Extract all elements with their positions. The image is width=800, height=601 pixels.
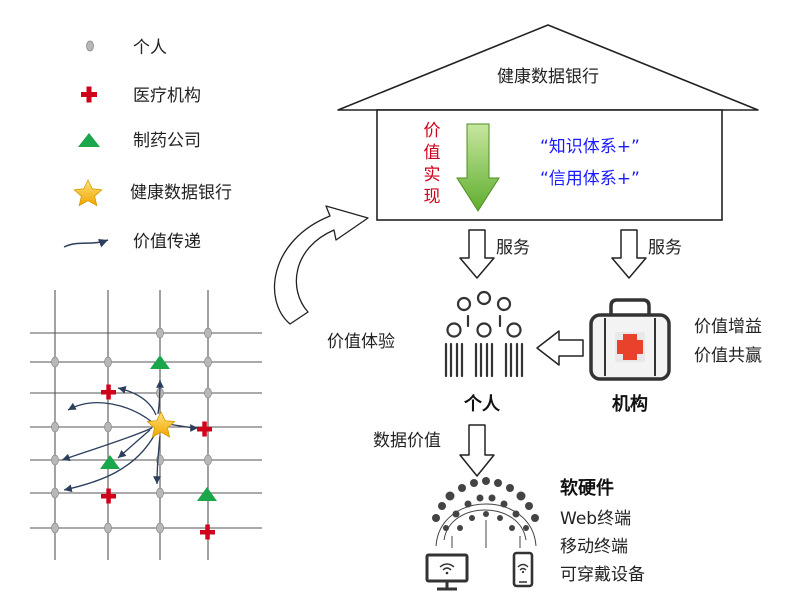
green-triangle-icon	[197, 487, 217, 501]
person-dot-icon	[51, 421, 59, 433]
hollow-down-arrow-icon	[459, 424, 495, 477]
value-experience-label: 价值体验	[327, 332, 395, 352]
service-label: 服务	[496, 238, 530, 258]
data-value-label: 数据价值	[373, 431, 441, 451]
value-arrow-icon	[63, 238, 109, 248]
legend-item-medical: 医疗机构	[81, 86, 201, 106]
network-grid	[30, 290, 262, 560]
person-dot-icon	[204, 387, 212, 399]
value-realization-char: 实	[424, 165, 441, 185]
institution-label: 机构	[612, 393, 648, 415]
person-dot-icon	[204, 454, 212, 466]
person-dot-icon	[51, 487, 59, 499]
value-arrow-icon	[61, 427, 153, 462]
value-arrow-icon	[156, 379, 164, 415]
legend-item-person: 个人	[86, 38, 167, 58]
hollow-down-arrow-icon	[611, 229, 647, 279]
device-item-web: Web终端	[560, 509, 631, 529]
person-dot-icon	[51, 454, 59, 466]
people-group-icon	[444, 290, 524, 378]
red-cross-icon	[81, 86, 97, 103]
legend: 个人 医疗机构 制药公司 健康数据银行 价值传递	[63, 38, 232, 252]
value-arrow-icon	[67, 402, 153, 423]
person-dot-icon	[104, 356, 112, 368]
device-item-wearable: 可穿戴设备	[560, 565, 645, 585]
red-cross-icon	[101, 384, 116, 400]
red-cross-icon	[101, 488, 116, 504]
person-dot-icon	[156, 487, 164, 499]
bank-title: 健康数据银行	[497, 67, 599, 87]
service-arrow-right: 服务	[611, 229, 682, 279]
value-arrow-icon	[117, 385, 157, 416]
legend-label: 医疗机构	[133, 86, 201, 106]
curved-hollow-arrow-icon	[273, 205, 369, 325]
grid-pharma-companies	[100, 355, 217, 501]
value-realization-char: 价	[424, 121, 441, 141]
person-dot-icon	[204, 356, 212, 368]
green-triangle-icon	[78, 133, 100, 147]
knowledge-system-label: “知识体系+”	[540, 137, 640, 157]
devices-title: 软硬件	[560, 477, 614, 499]
legend-item-value-transfer: 价值传递	[63, 232, 201, 252]
legend-item-pharma: 制药公司	[78, 131, 201, 151]
person-dot-icon	[86, 40, 94, 52]
medical-kit-icon	[589, 298, 671, 381]
person-label: 个人	[463, 393, 501, 415]
value-arrow-icon	[63, 433, 156, 493]
green-triangle-icon	[100, 455, 120, 469]
legend-label: 制药公司	[133, 131, 201, 151]
grid-value-arrows	[61, 379, 199, 493]
devices-cloud-icon	[425, 477, 539, 591]
gold-star-icon	[73, 179, 103, 207]
person-dot-icon	[156, 522, 164, 534]
value-realization-label: 价 值 实 现	[424, 121, 441, 207]
red-cross-icon	[197, 421, 212, 437]
value-realization-char: 现	[424, 187, 441, 207]
person-dot-icon	[104, 421, 112, 433]
green-triangle-icon	[150, 355, 170, 369]
value-arrow-icon	[117, 429, 151, 459]
value-arrow-icon	[153, 435, 161, 485]
credit-system-label: “信用体系+”	[540, 169, 640, 189]
service-arrow-left: 服务	[459, 229, 530, 279]
person-dot-icon	[51, 522, 59, 534]
legend-item-bank: 健康数据银行	[73, 179, 232, 207]
person-dot-icon	[204, 327, 212, 339]
hollow-down-arrow-icon	[459, 229, 495, 279]
legend-label: 健康数据银行	[130, 183, 232, 203]
value-realization-char: 值	[424, 143, 441, 163]
hollow-left-arrow-icon	[536, 330, 584, 366]
monitor-icon	[425, 553, 469, 591]
service-label: 服务	[648, 238, 682, 258]
person-dot-icon	[156, 327, 164, 339]
grid-medical-institutions	[101, 384, 215, 540]
red-cross-icon	[200, 524, 215, 540]
person-dot-icon	[51, 356, 59, 368]
legend-label: 个人	[133, 38, 167, 58]
device-item-mobile: 移动终端	[560, 537, 628, 557]
person-dot-icon	[104, 522, 112, 534]
gold-star-icon	[146, 411, 176, 438]
house-body	[376, 109, 723, 221]
health-data-bank-house: 健康数据银行 价 值 实 现 “知识体系+” “信用体系+”	[337, 24, 759, 221]
legend-label: 价值传递	[133, 232, 201, 252]
phone-icon	[512, 551, 534, 588]
value-win-win-label: 价值共赢	[694, 346, 762, 366]
green-down-arrow-icon	[456, 123, 500, 212]
grid-individuals	[51, 327, 212, 534]
value-gain-label: 价值增益	[694, 317, 762, 337]
